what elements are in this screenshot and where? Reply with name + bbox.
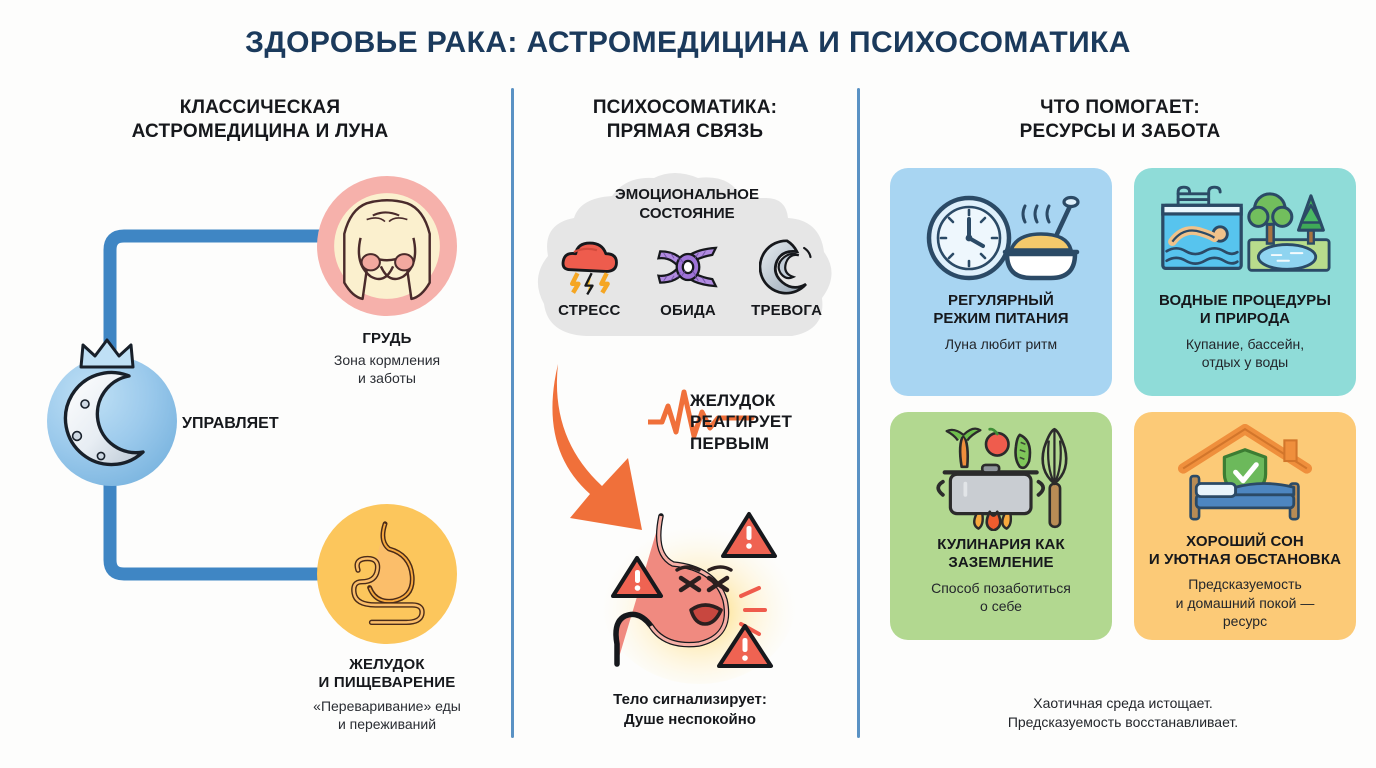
footer-line-2: Предсказуемость восстанавливает.: [1007, 713, 1239, 730]
stomach-title-line-1: ЖЕЛУДОК: [349, 656, 425, 673]
card4-sub-line-3: ресурс: [1222, 612, 1268, 629]
card2-sub-line-1: Купание, бассейн,: [1185, 335, 1305, 352]
moon-ruler-icon: [47, 338, 177, 486]
emotion-item-stress: СТРЕСС: [545, 236, 633, 319]
body-signal-caption: Тело сигнализирует: Душе неспокойно: [550, 690, 830, 729]
stomach-icon-circle: [317, 504, 457, 644]
reaction-line-3: ПЕРВЫМ: [690, 433, 770, 453]
breast-node-title: ГРУДЬ: [362, 330, 412, 347]
stomach-reacts-label: ЖЕЛУДОК РЕАГИРУЕТ ПЕРВЫМ: [690, 390, 850, 454]
resource-cards-grid: РЕГУЛЯРНЫЙ РЕЖИМ ПИТАНИЯ Луна любит ритм: [890, 168, 1356, 640]
clock-bowl-icon: [921, 180, 1081, 288]
page-title: ЗДОРОВЬЕ РАКА: АСТРОМЕДИЦИНА И ПСИХОСОМА…: [245, 26, 1131, 59]
card-title-sleep-home: ХОРОШИЙ СОН И УЮТНАЯ ОБСТАНОВКА: [1149, 533, 1341, 570]
resource-card-water-nature[interactable]: ВОДНЫЕ ПРОЦЕДУРЫ И ПРИРОДА Купание, басс…: [1134, 168, 1356, 396]
card4-title-line-1: ХОРОШИЙ СОН: [1186, 532, 1304, 550]
cloud-title-line-1: ЭМОЦИОНАЛЬНОЕ: [615, 186, 759, 203]
right-column-footer: Хаотичная среда истощает. Предсказуемост…: [890, 694, 1356, 732]
card-title-meal-schedule: РЕГУЛЯРНЫЙ РЕЖИМ ПИТАНИЯ: [933, 292, 1068, 329]
resource-card-sleep-home[interactable]: ХОРОШИЙ СОН И УЮТНАЯ ОБСТАНОВКА Предсказ…: [1134, 412, 1356, 640]
middle-heading-line-2: ПРЯМАЯ СВЯЗЬ: [606, 120, 764, 142]
card3-title-line-1: КУЛИНАРИЯ КАК: [937, 536, 1065, 553]
downward-arrow-icon: [552, 364, 642, 530]
breast-node-subtitle: Зона кормления и заботы: [267, 352, 507, 388]
column-divider-right: [857, 88, 860, 738]
stomach-digestion-icon: [351, 521, 425, 625]
emotion-label-stress: СТРЕСС: [558, 302, 621, 319]
cooking-pot-icon: [926, 424, 1076, 532]
bed-home-icon: [1170, 424, 1320, 529]
footer-line-1: Хаотичная среда истощает.: [1033, 695, 1213, 711]
left-heading-line-2: АСТРОМЕДИЦИНА И ЛУНА: [131, 120, 389, 142]
moon-connector-lines: [103, 229, 347, 581]
pool-nature-icon: [1159, 180, 1331, 288]
card4-sub-line-1: Предсказуемость: [1188, 576, 1302, 593]
middle-column-heading: ПСИХОСОМАТИКА: ПРЯМАЯ СВЯЗЬ: [520, 96, 850, 144]
right-heading-line-1: ЧТО ПОМОГАЕТ:: [1040, 97, 1200, 118]
stomach-node-subtitle: «Переваривание» еды и переживаний: [247, 698, 527, 734]
cloud-title-line-2: СОСТОЯНИЕ: [639, 204, 735, 222]
card2-title-line-2: И ПРИРОДА: [1199, 310, 1291, 328]
cloud-title: ЭМОЦИОНАЛЬНОЕ СОСТОЯНИЕ: [534, 186, 840, 224]
card2-title-line-1: ВОДНЫЕ ПРОЦЕДУРЫ: [1158, 292, 1331, 309]
storm-cloud-icon: [545, 236, 633, 298]
card1-sub-line-1: Луна любит ритм: [944, 335, 1058, 352]
card2-sub-line-2: отдых у воды: [1201, 353, 1289, 370]
stomach-title-line-2: И ПИЩЕВАРЕНИЕ: [318, 674, 456, 692]
emotion-item-anxiety: ТРЕВОГА: [743, 236, 831, 319]
breast-icon-circle: [317, 176, 457, 316]
crescent-moon-glyph: [63, 370, 145, 467]
heartbeat-pulse-icon: [648, 389, 755, 439]
reaction-line-2: РЕАГИРУЕТ: [690, 412, 793, 432]
moon-rules-label: УПРАВЛЯЕТ: [182, 415, 279, 432]
emotions-row: СТРЕСС ОБИДА: [540, 236, 836, 319]
card3-sub-line-2: о себе: [980, 597, 1022, 614]
stomach-node-title: ЖЕЛУДОК И ПИЩЕВАРЕНИЕ: [252, 656, 522, 693]
signal-line-2: Душе неспокойно: [624, 710, 756, 728]
right-heading-line-2: РЕСУРСЫ И ЗАБОТА: [1019, 120, 1221, 142]
card-subtitle-sleep-home: Предсказуемость и домашний покой — ресур…: [1176, 575, 1315, 630]
signal-line-1: Тело сигнализирует:: [613, 691, 767, 708]
crown-icon: [79, 338, 135, 369]
card-subtitle-water-nature: Купание, бассейн, отдых у воды: [1186, 335, 1304, 371]
reaction-line-1: ЖЕЛУДОК: [690, 391, 776, 410]
card-subtitle-cooking: Способ позаботиться о себе: [931, 579, 1071, 615]
breast-subtitle-line-1: Зона кормления: [333, 352, 441, 368]
resource-card-meal-schedule[interactable]: РЕГУЛЯРНЫЙ РЕЖИМ ПИТАНИЯ Луна любит ритм: [890, 168, 1112, 396]
card1-title-line-2: РЕЖИМ ПИТАНИЯ: [933, 310, 1069, 328]
resource-card-cooking[interactable]: КУЛИНАРИЯ КАК ЗАЗЕМЛЕНИЕ Способ позаботи…: [890, 412, 1112, 640]
card1-title-line-1: РЕГУЛЯРНЫЙ: [948, 292, 1054, 309]
breast-subtitle-line-2: и заботы: [358, 369, 416, 386]
card4-sub-line-2: и домашний покой —: [1175, 594, 1315, 611]
card-subtitle-meal-schedule: Луна любит ритм: [945, 335, 1057, 353]
card3-title-line-2: ЗАЗЕМЛЕНИЕ: [948, 554, 1054, 572]
stomach-subtitle-line-1: «Переваривание» еды: [313, 698, 461, 714]
emotion-item-resentment: ОБИДА: [644, 236, 732, 319]
stomach-subtitle-line-2: и переживаний: [337, 715, 437, 732]
card-title-cooking: КУЛИНАРИЯ КАК ЗАЗЕМЛЕНИЕ: [937, 536, 1064, 573]
left-column-heading: КЛАССИЧЕСКАЯ АСТРОМЕДИЦИНА И ЛУНА: [30, 96, 490, 144]
middle-heading-line-1: ПСИХОСОМАТИКА:: [592, 97, 778, 118]
emotion-label-resentment: ОБИДА: [660, 302, 716, 319]
right-column-heading: ЧТО ПОМОГАЕТ: РЕСУРСЫ И ЗАБОТА: [870, 96, 1370, 144]
card-title-water-nature: ВОДНЫЕ ПРОЦЕДУРЫ И ПРИРОДА: [1159, 292, 1331, 329]
emotion-label-anxiety: ТРЕВОГА: [751, 302, 823, 319]
card4-title-line-2: И УЮТНАЯ ОБСТАНОВКА: [1148, 551, 1342, 569]
knot-rope-icon: [644, 236, 732, 298]
card3-sub-line-1: Способ позаботиться: [931, 579, 1071, 596]
column-divider-left: [511, 88, 514, 738]
left-heading-line-1: КЛАССИЧЕСКАЯ: [179, 97, 341, 118]
sick-stomach-icon: [601, 512, 797, 684]
wave-icon: [743, 236, 831, 298]
breast-icon: [334, 193, 440, 301]
